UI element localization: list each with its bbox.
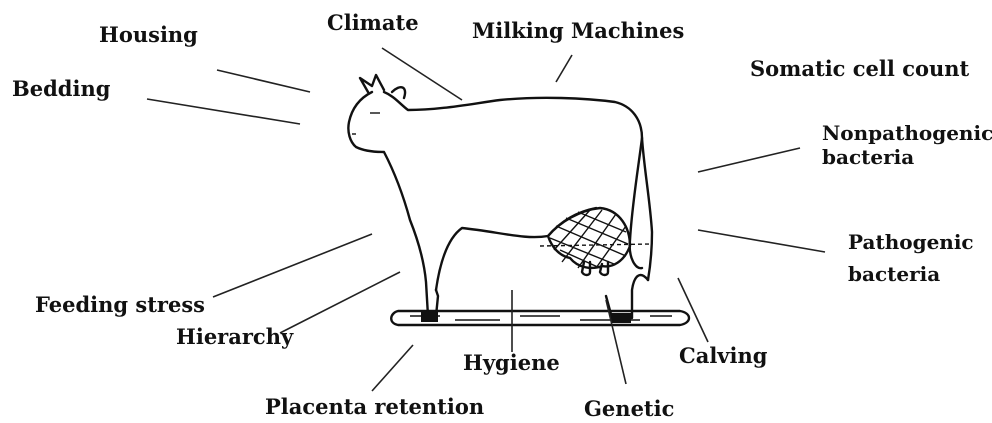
- line-pathogenic: [698, 230, 825, 252]
- label-hierarchy: Hierarchy: [176, 324, 294, 349]
- line-feeding-stress: [213, 234, 372, 297]
- label-milking-machines: Milking Machines: [472, 18, 684, 43]
- label-nonpathogenic-line1: Nonpathogenic: [822, 121, 992, 145]
- line-hierarchy: [280, 272, 400, 333]
- line-housing: [217, 70, 310, 92]
- label-calving: Calving: [679, 343, 768, 368]
- line-placenta-retention: [372, 345, 413, 391]
- line-milking-machines: [556, 55, 572, 82]
- label-housing: Housing: [99, 22, 198, 47]
- factor-labels: Housing Climate Milking Machines Somatic…: [12, 10, 992, 421]
- line-climate: [382, 48, 462, 100]
- cow-illustration: [348, 75, 652, 323]
- label-feeding-stress: Feeding stress: [35, 292, 205, 317]
- label-hygiene: Hygiene: [463, 350, 560, 375]
- label-placenta-retention: Placenta retention: [265, 394, 484, 419]
- line-genetic: [606, 300, 626, 384]
- label-genetic: Genetic: [584, 396, 674, 421]
- label-pathogenic-line2: bacteria: [848, 262, 940, 286]
- label-somatic-cell-count: Somatic cell count: [750, 56, 970, 81]
- line-calving: [678, 278, 708, 342]
- line-nonpathogenic: [698, 148, 800, 172]
- label-pathogenic-line1: Pathogenic: [848, 230, 974, 254]
- label-bedding: Bedding: [12, 76, 111, 101]
- line-bedding: [147, 99, 300, 124]
- label-nonpathogenic-line2: bacteria: [822, 145, 914, 169]
- label-climate: Climate: [327, 10, 419, 35]
